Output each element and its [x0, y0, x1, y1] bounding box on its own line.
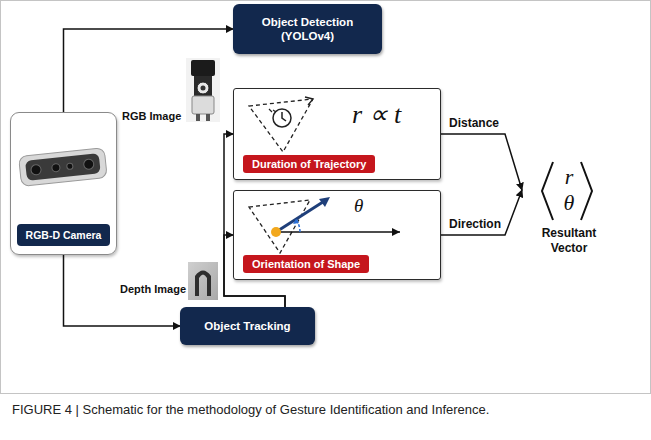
camera-picture	[19, 148, 108, 187]
orientation-icon	[249, 197, 400, 253]
edge-label: Direction	[447, 217, 503, 231]
trajectory-icon	[249, 97, 313, 152]
depth-image	[188, 262, 218, 300]
angle-symbol: θ	[354, 195, 363, 217]
sensor-box: RGB-D Camera	[10, 112, 117, 255]
process-box: Object Tracking	[180, 307, 315, 345]
panel-label: Orientation of Shape	[243, 255, 369, 273]
edge-label: Distance	[447, 116, 501, 130]
connector-arrow	[64, 29, 234, 112]
vector-component: r	[522, 166, 616, 188]
box-text: Object Detection (YOLOv4)	[233, 11, 382, 48]
figure-frame	[1, 1, 651, 394]
result-vector: rθResultant Vector	[522, 160, 616, 260]
box-text: Object Tracking	[194, 315, 300, 337]
vector-component: θ	[522, 192, 616, 214]
method-panel: θOrientation of Shape	[233, 190, 441, 280]
connector-arrow	[441, 190, 522, 235]
formula-text: r ∝ t	[352, 99, 401, 130]
method-panel: r ∝ t Duration of Trajectory	[233, 88, 441, 180]
panel-label: Duration of Trajectory	[243, 155, 375, 173]
rgb-image	[186, 58, 220, 122]
process-box: Object Detection (YOLOv4)	[233, 4, 382, 54]
image-label: RGB Image	[122, 110, 181, 122]
vector-name: Resultant Vector	[522, 226, 616, 256]
image-label: Depth Image	[120, 283, 186, 295]
connector-arrow	[441, 134, 522, 190]
box-label: RGB-D Camera	[17, 224, 110, 246]
figure-caption: FIGURE 4 | Schematic for the methodology…	[12, 402, 622, 419]
